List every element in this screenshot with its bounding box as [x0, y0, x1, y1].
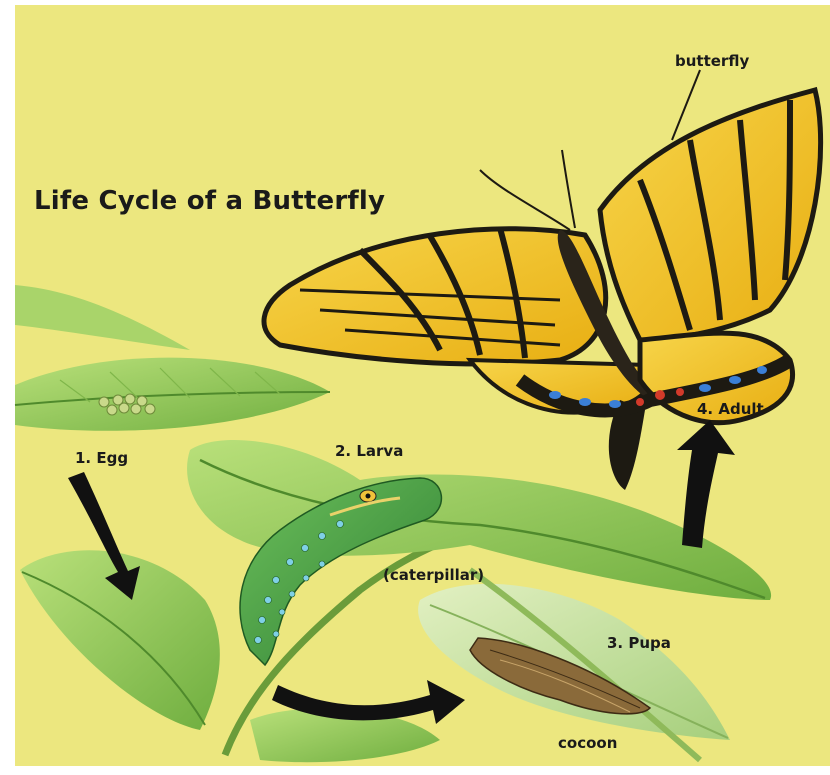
label-caterpillar: (caterpillar) [383, 566, 484, 584]
label-pupa: 3. Pupa [607, 634, 671, 652]
label-cocoon: cocoon [558, 734, 617, 752]
label-butterfly: butterfly [675, 52, 749, 70]
label-adult: 4. Adult [697, 400, 764, 418]
diagram-title: Life Cycle of a Butterfly [34, 186, 385, 216]
label-egg: 1. Egg [75, 449, 128, 467]
label-larva: 2. Larva [335, 442, 403, 460]
